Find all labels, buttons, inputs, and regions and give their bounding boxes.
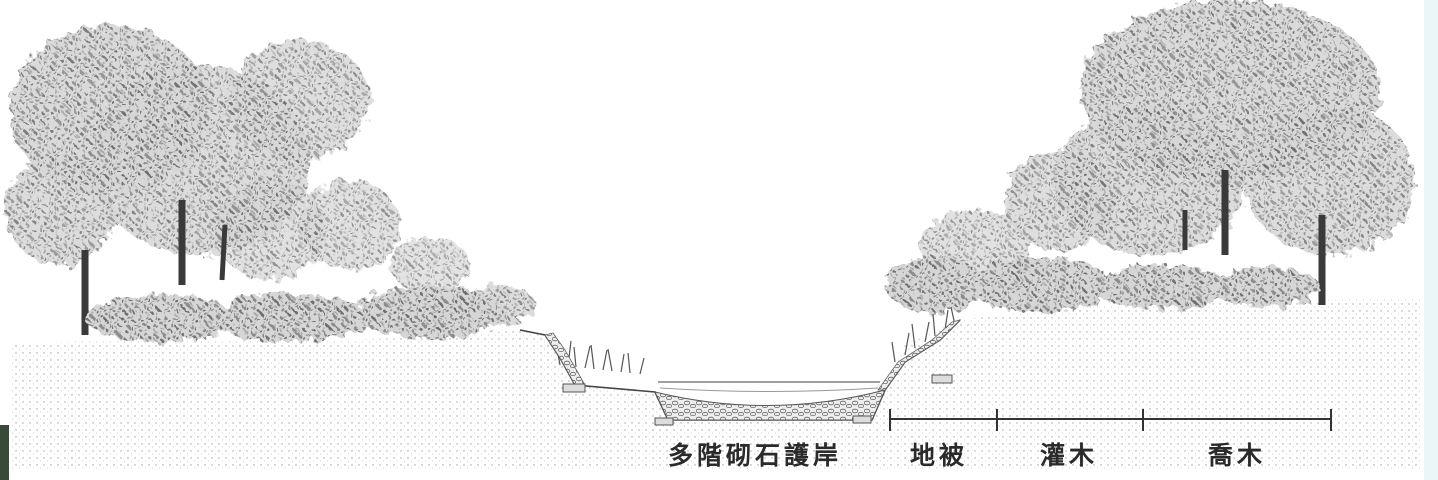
- zone-dimension-line: [889, 409, 1332, 431]
- label-trees: 喬木: [1208, 441, 1267, 470]
- right-tree-trunks: [1182, 170, 1326, 305]
- photo-edge-right: [1424, 0, 1438, 480]
- label-groundcover: 地被: [910, 441, 969, 470]
- label-shrubs: 灌木: [1040, 441, 1099, 470]
- masonry-revetment-channel: [519, 319, 962, 426]
- photo-edge-left: [0, 425, 9, 480]
- right-tree-group: [920, 0, 1415, 280]
- right-shrub-hedge: [885, 257, 1320, 313]
- left-tree-group: [5, 25, 470, 293]
- ground: [10, 298, 1420, 470]
- groundcover-grasses: [555, 306, 956, 375]
- left-shrub-hedge: [85, 285, 535, 342]
- label-masonry-revetment: 多階砌石護岸: [668, 441, 843, 470]
- left-tree-trunks: [81, 200, 228, 335]
